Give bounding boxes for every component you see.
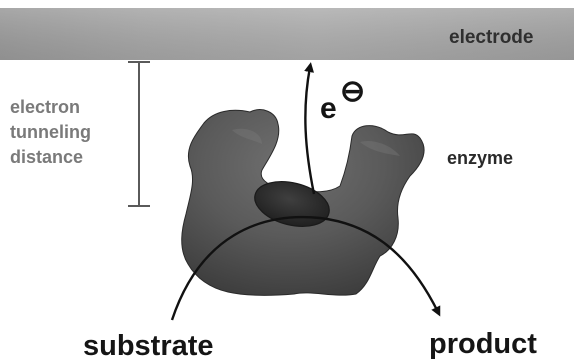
tunneling-distance-scale: electron tunneling distance	[10, 62, 150, 206]
distance-label-line-2: tunneling	[10, 122, 91, 142]
substrate-label: substrate	[83, 330, 214, 360]
distance-label-line-3: distance	[10, 147, 83, 167]
product-label: product	[429, 328, 537, 360]
distance-label-line-1: electron	[10, 97, 80, 117]
electrode: electrode	[0, 8, 574, 60]
electron-transfer-arrow	[305, 67, 314, 194]
enzyme-label: enzyme	[447, 148, 513, 168]
electrode-label: electrode	[449, 27, 533, 48]
enzyme: enzyme	[182, 110, 513, 296]
electron-charge-symbol: ⊖	[340, 75, 365, 108]
electron-symbol: e	[320, 92, 337, 125]
